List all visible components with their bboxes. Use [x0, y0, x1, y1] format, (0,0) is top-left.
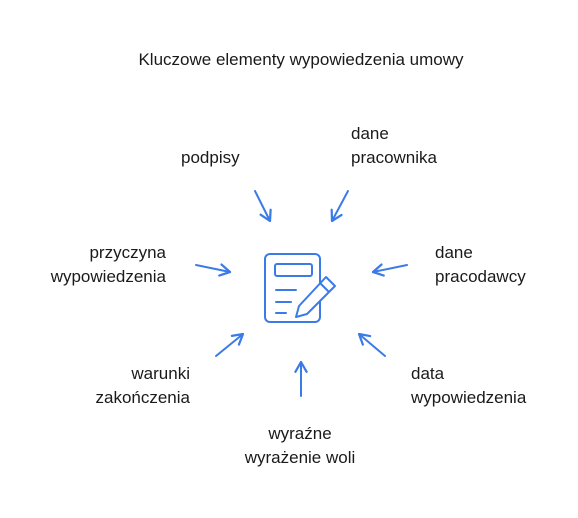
arrow-data-wypowiedzenia — [357, 332, 386, 357]
document-edit-icon — [264, 253, 336, 323]
arrow-dane-pracownika — [330, 190, 349, 223]
label-line: zakończenia — [95, 388, 190, 407]
label-line: dane — [435, 243, 473, 262]
label-line: podpisy — [181, 148, 240, 167]
label-line: warunki — [131, 364, 190, 383]
label-data-wypowiedzenia: data wypowiedzenia — [411, 362, 526, 410]
label-wyrazne-wyrazenie-woli: wyraźne wyrażenie woli — [210, 422, 390, 470]
arrow-podpisy — [254, 190, 272, 223]
label-line: przyczyna — [89, 243, 166, 262]
label-line: data — [411, 364, 445, 383]
label-line: wypowiedzenia — [411, 388, 527, 407]
label-podpisy: podpisy — [181, 146, 240, 170]
label-line: pracodawcy — [435, 267, 526, 286]
label-line: wyrażenie woli — [244, 448, 356, 467]
label-dane-pracodawcy: dane pracodawcy — [435, 241, 526, 289]
arrow-warunki-zakonczenia — [215, 332, 245, 357]
label-przyczyna-wypowiedzenia: przyczyna wypowiedzenia — [20, 241, 166, 289]
label-warunki-zakonczenia: warunki zakończenia — [40, 362, 190, 410]
label-line: pracownika — [351, 148, 437, 167]
label-line: wyraźne — [268, 424, 332, 443]
label-line: dane — [351, 124, 389, 143]
diagram-title: Kluczowe elementy wypowiedzenia umowy — [138, 50, 464, 69]
arrow-dane-pracodawcy — [371, 263, 408, 277]
label-dane-pracownika: dane pracownika — [351, 122, 437, 170]
label-line: wypowiedzenia — [50, 267, 166, 286]
arrow-przyczyna-wypowiedzenia — [195, 263, 232, 277]
